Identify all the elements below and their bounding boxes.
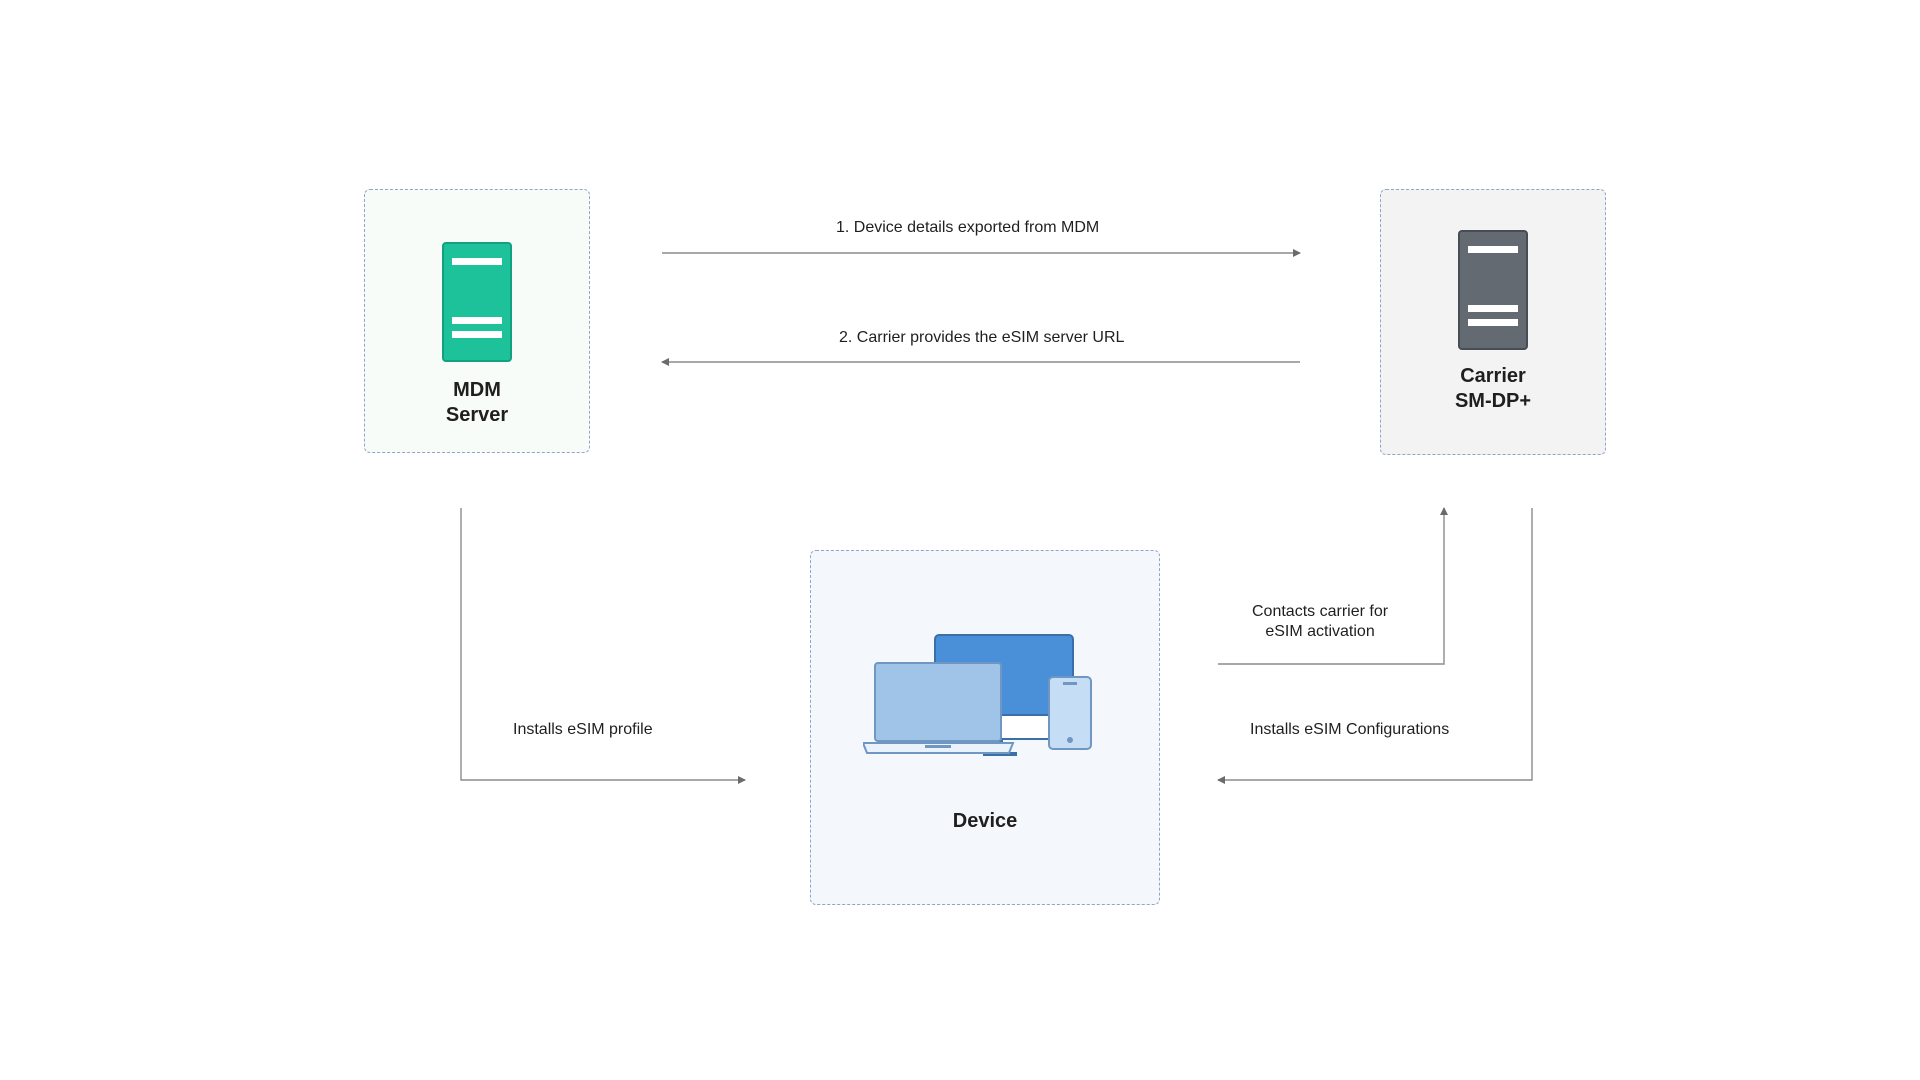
mdm-server-node: MDM Server xyxy=(364,189,590,453)
server-icon xyxy=(1458,230,1528,350)
devices-icon xyxy=(863,634,1092,756)
mdm-label-line1: MDM xyxy=(453,379,501,401)
label-carrier-provides-url: 2. Carrier provides the eSIM server URL xyxy=(839,329,1125,346)
label-installs-esim-profile: Installs eSIM profile xyxy=(513,721,653,738)
label-device-details-exported: 1. Device details exported from MDM xyxy=(836,219,1100,236)
carrier-label-line2: SM-DP+ xyxy=(1454,390,1532,412)
carrier-node: Carrier SM-DP+ xyxy=(1380,189,1606,455)
mdm-label-line2: Server xyxy=(445,404,509,426)
label-contacts-carrier: Contacts carrier for eSIM activation xyxy=(1252,602,1388,642)
label-contacts-line2: eSIM activation xyxy=(1265,623,1375,640)
device-node: Device xyxy=(810,550,1160,905)
arrow-installs-config xyxy=(1217,508,1533,784)
label-installs-esim-configurations: Installs eSIM Configurations xyxy=(1250,721,1450,738)
arrow-installs-profile xyxy=(460,508,746,784)
arrow-contacts-carrier xyxy=(1218,507,1448,665)
label-contacts-line1: Contacts carrier for xyxy=(1252,603,1389,620)
mdm-server-label: MDM Server xyxy=(365,378,589,428)
carrier-label-line1: Carrier xyxy=(1460,365,1526,387)
server-icon xyxy=(442,242,512,362)
carrier-label: Carrier SM-DP+ xyxy=(1381,364,1605,414)
device-label: Device xyxy=(952,810,1018,832)
